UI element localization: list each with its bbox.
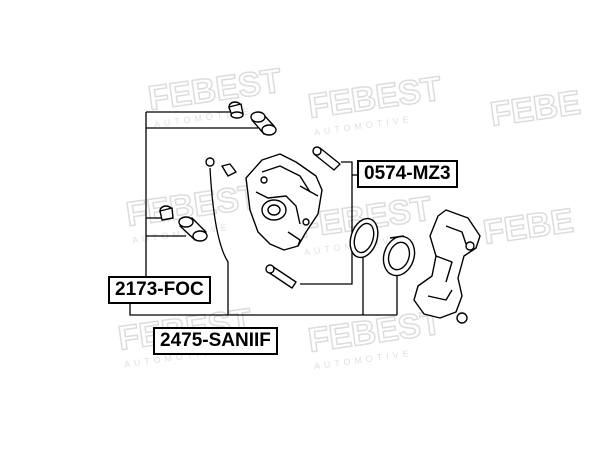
watermark-logo: FEBE [487,83,584,135]
guide-pin-part [250,111,277,136]
leader-lines [129,111,398,316]
watermark-logo: FEBE [480,201,577,253]
part-number-label-guide-pin-boot[interactable]: 2173-FOC [108,276,211,304]
leader-line-2475 [129,302,397,316]
caliper-bracket-part [413,209,481,324]
dust-boot-ring-part [382,235,416,277]
svg-text:FEBEST: FEBEST [306,70,444,126]
piston-seal-ring-part [349,217,379,259]
caliper-bolt-part [312,146,341,171]
leader-line-0574 [300,161,353,285]
svg-text:FEBE: FEBE [481,202,576,252]
caliper-bolt-part [265,264,297,289]
parts [159,101,481,324]
part-number-label-caliper-bolt[interactable]: 0574-MZ3 [357,160,458,188]
caliper-body-part [245,153,323,251]
watermark-logo: FEBEST AUTOMOTIVE [305,69,445,138]
guide-pin-boot-part [159,205,174,221]
bleeder-screw-part [205,157,237,177]
leader-line-2173 [145,111,232,276]
svg-text:FEBE: FEBE [488,84,583,134]
svg-text:FEBEST: FEBEST [146,62,284,118]
guide-pin-boot-part [228,101,244,119]
part-number-label-repair-kit[interactable]: 2475-SANIIF [153,327,278,355]
leader-line-2475 [209,167,229,315]
guide-pin-part [178,216,208,242]
